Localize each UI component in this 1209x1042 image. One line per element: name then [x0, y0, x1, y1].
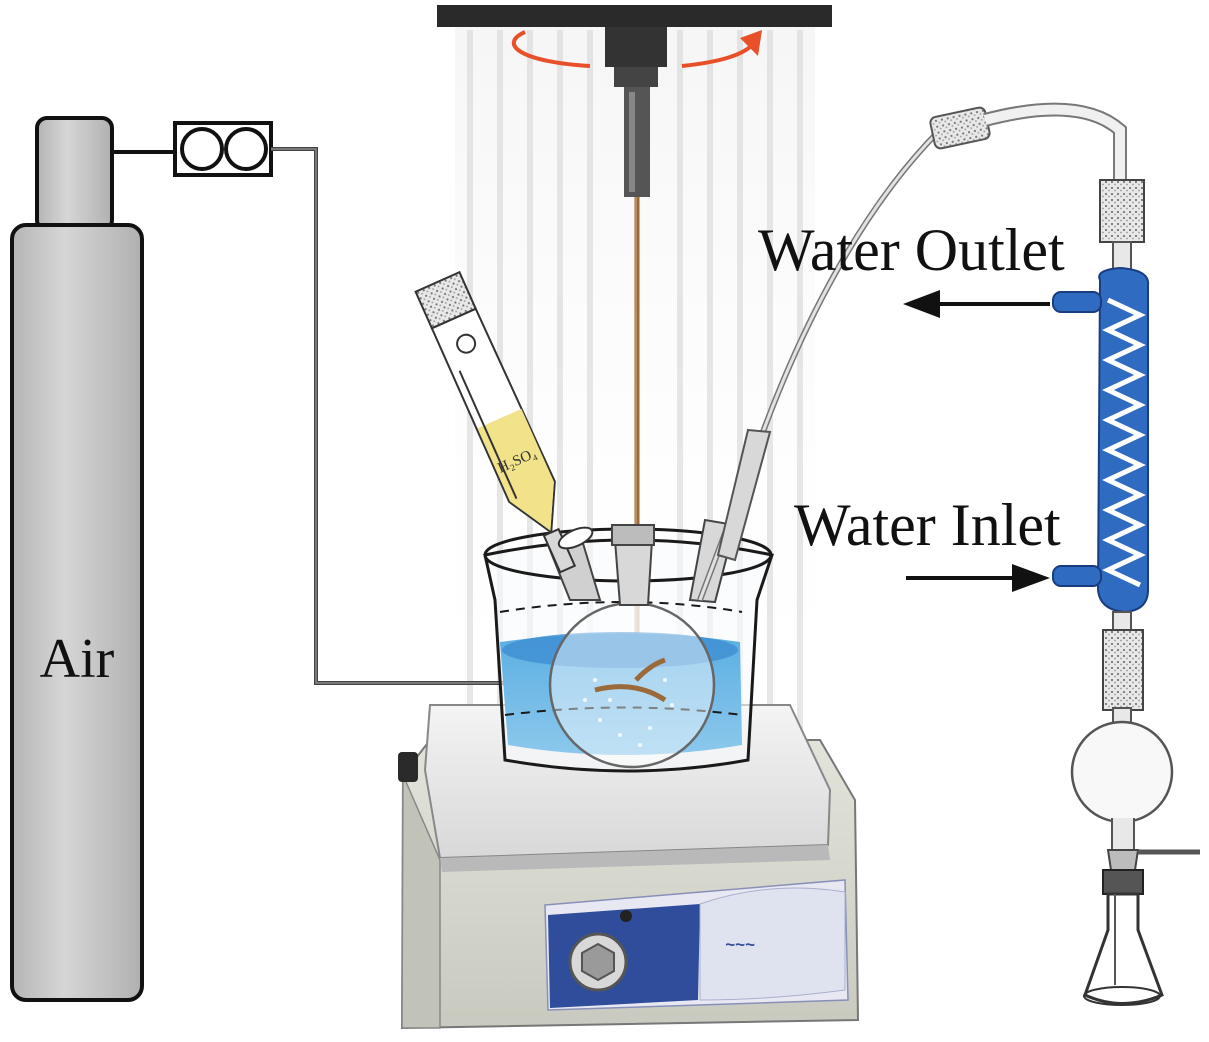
flow-regulator [112, 121, 273, 177]
brand-mark: ~~~ [725, 935, 755, 954]
vapor-tube [697, 102, 1127, 602]
water-inlet-label: Water Inlet [794, 492, 1061, 558]
condenser-coil [1102, 297, 1146, 588]
water-flow-labels: Water Outlet Water Inlet [758, 217, 1065, 592]
condenser [1052, 179, 1150, 731]
water-outlet-label: Water Outlet [758, 217, 1065, 283]
rotation-arrow-icon [511, 30, 762, 68]
air-cylinder: Air [10, 116, 144, 1002]
air-label: Air [40, 628, 115, 690]
receiver-assembly [1070, 720, 1200, 1006]
dropping-funnel: H₂SO₄ [414, 270, 594, 574]
gas-tube [271, 147, 590, 685]
